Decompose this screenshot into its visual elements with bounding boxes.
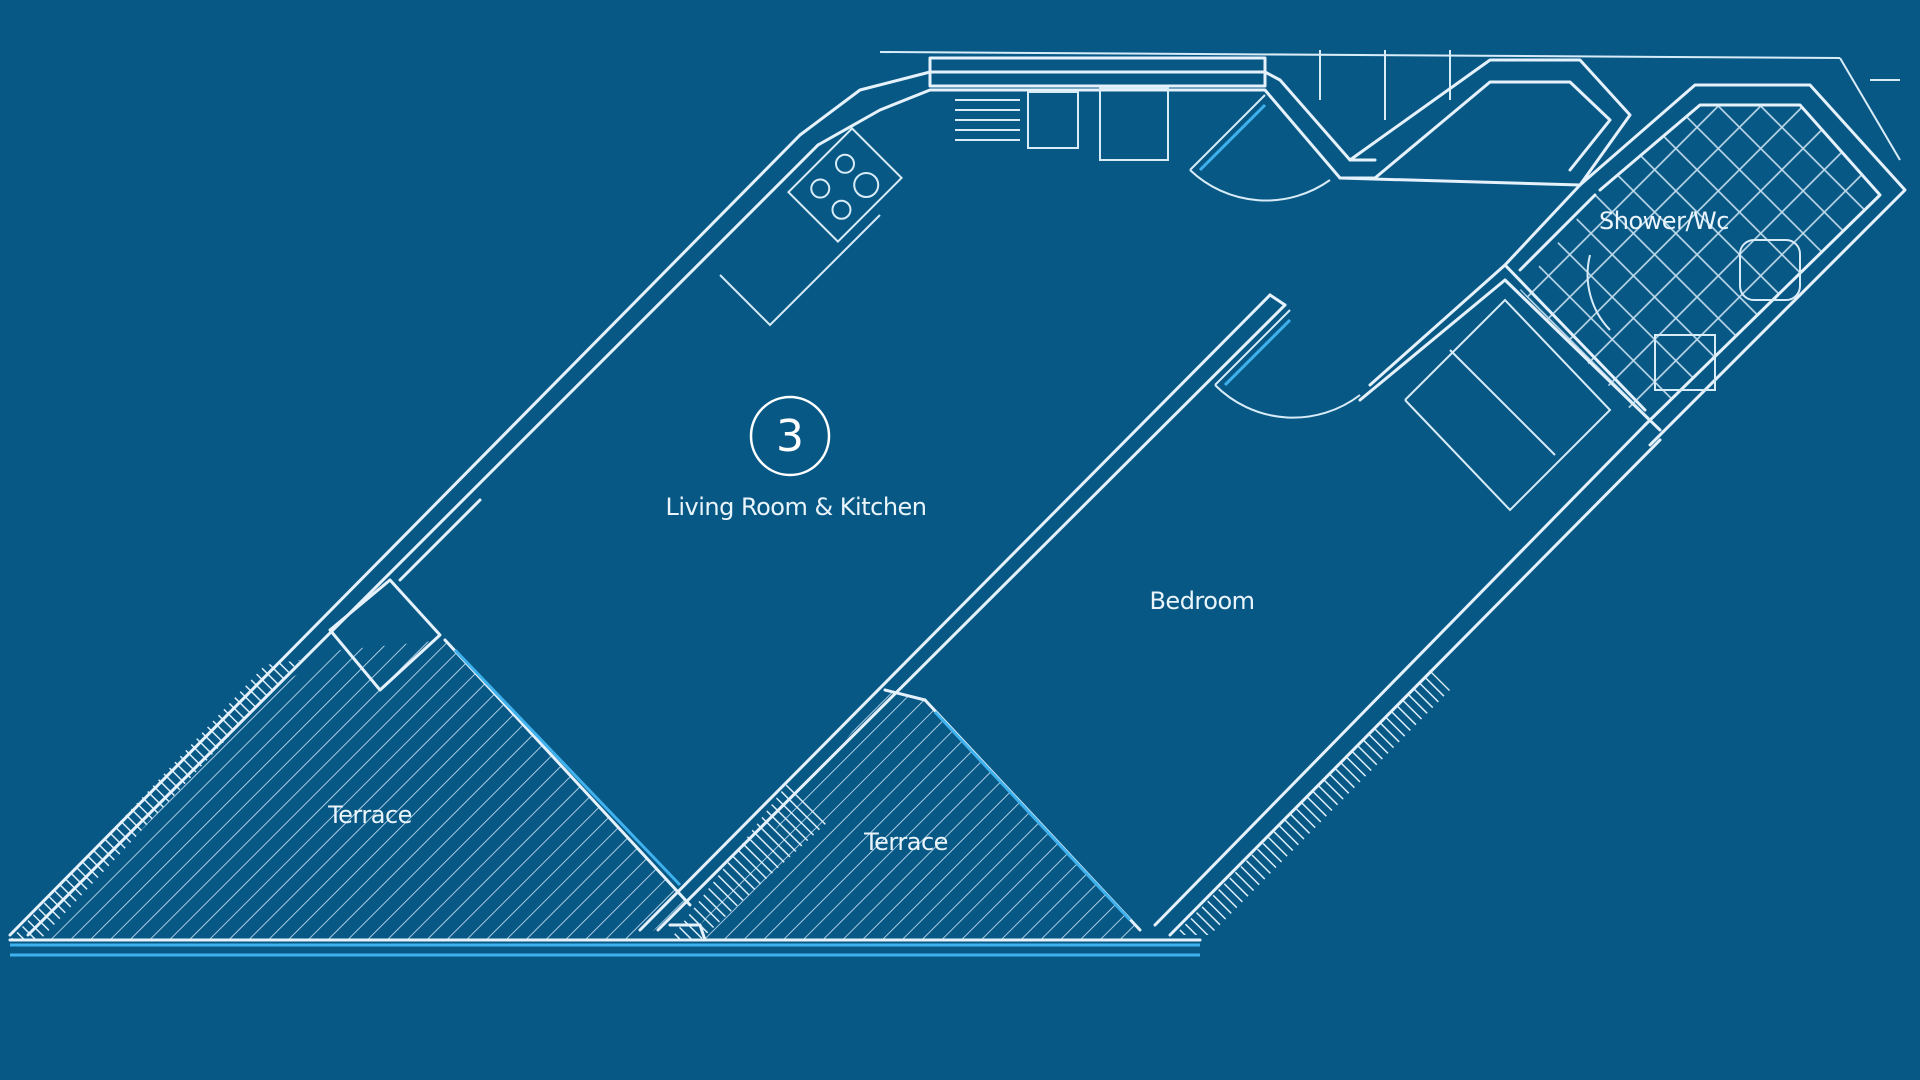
stovetop bbox=[787, 127, 903, 243]
site-boundary bbox=[879, 50, 1901, 161]
room-label-terrace-right: Terrace bbox=[863, 828, 948, 856]
kitchen-fixtures bbox=[719, 87, 1611, 419]
shower-tiles bbox=[1520, 105, 1880, 425]
room-label-shower: Shower/Wc bbox=[1599, 207, 1729, 235]
sink bbox=[1027, 91, 1079, 149]
room-label-terrace-left: Terrace bbox=[327, 801, 412, 829]
room-label-bedroom: Bedroom bbox=[1149, 587, 1254, 615]
room-label-living: Living Room & Kitchen bbox=[666, 493, 927, 521]
fridge bbox=[1099, 87, 1169, 161]
radiator bbox=[955, 99, 1020, 141]
bedroom-door-swing bbox=[1214, 384, 1361, 419]
entry-door-swing bbox=[1189, 169, 1331, 202]
unit-number-badge bbox=[749, 395, 831, 477]
exterior-walls bbox=[8, 56, 1907, 957]
terrace-left bbox=[10, 640, 690, 940]
unit-number: 3 bbox=[776, 411, 804, 462]
interior-walls bbox=[328, 183, 1662, 942]
terrace-right bbox=[670, 670, 1450, 940]
